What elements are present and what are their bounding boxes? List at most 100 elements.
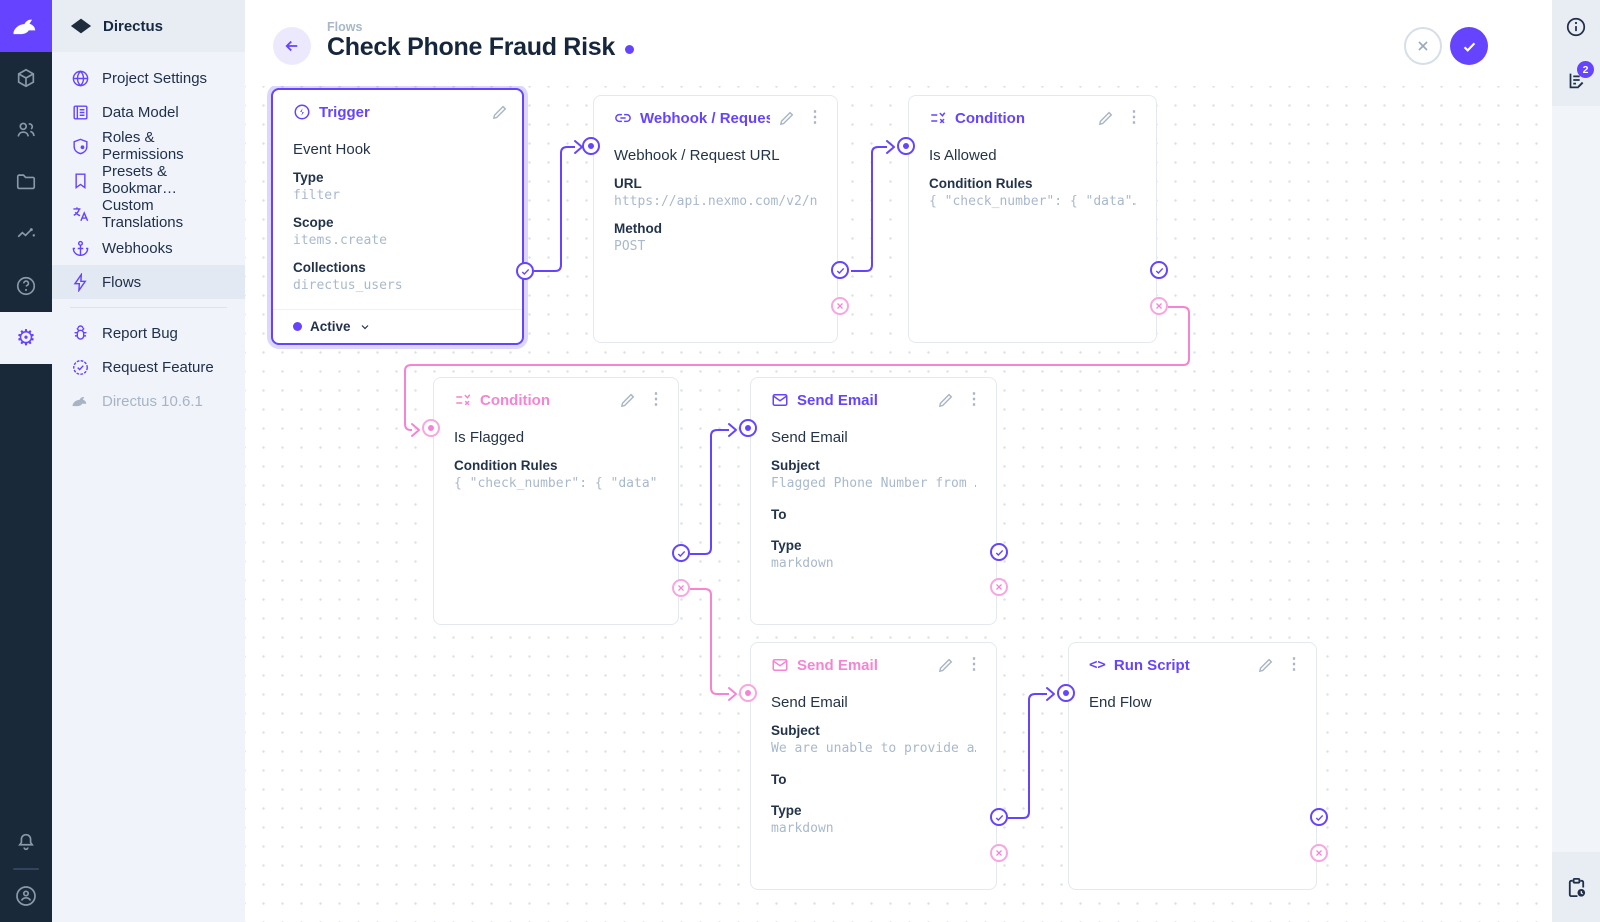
right-sidebar-top: 2 [1552,0,1600,106]
reject-connector[interactable] [990,578,1008,596]
field-value: markdown [771,556,834,571]
node-type-label: Condition [480,391,550,409]
nav-item-request-feature[interactable]: Request Feature [52,350,245,384]
field-label: Collections [293,260,366,275]
node-menu-icon[interactable]: ⋮ [1126,109,1142,126]
revisions-button[interactable] [1552,861,1600,914]
node-name: Send Email [771,694,848,711]
translate-icon [70,204,90,224]
flow-node-send-email-unable[interactable]: Send Email ⋮ Send Email Subject We are u… [739,642,1008,890]
field-label: Subject [771,458,820,473]
module-collections[interactable] [0,52,52,104]
status-label: Active [310,319,351,334]
field-label: Type [293,170,324,185]
resolve-connector[interactable] [516,262,534,280]
edit-icon[interactable] [937,657,954,674]
unsaved-changes-dot [624,44,634,54]
edit-icon[interactable] [778,110,795,127]
node-menu-icon[interactable]: ⋮ [807,109,823,126]
module-bar: ⚙ [0,0,52,922]
module-users[interactable] [0,104,52,156]
resolve-connector[interactable] [831,261,849,279]
edit-icon[interactable] [619,392,636,409]
reject-connector[interactable] [1150,297,1168,315]
field-label: Scope [293,215,334,230]
resolve-connector[interactable] [1310,808,1328,826]
trigger-status-row[interactable]: Active [273,309,522,343]
resolve-connector[interactable] [1150,261,1168,279]
close-icon [1418,41,1428,51]
nav-item-webhooks[interactable]: Webhooks [52,231,245,265]
field-value: POST [614,239,646,254]
nav-item-presets-bookmarks[interactable]: Presets & Bookmar… [52,163,245,197]
nav-item-report-bug[interactable]: Report Bug [52,316,245,350]
node-menu-icon[interactable]: ⋮ [966,656,982,673]
main-area: Trigger Event Hook Type filter Scope ite… [245,0,1552,922]
field-value: directus_users [293,278,403,293]
node-name: Is Flagged [454,429,525,446]
reject-connector[interactable] [1310,844,1328,862]
back-button[interactable] [273,27,311,65]
nav-item-flows[interactable]: Flows [52,265,245,299]
edit-icon[interactable] [937,392,954,409]
project-chooser[interactable]: Directus [52,0,245,52]
input-connector[interactable] [1057,684,1075,702]
nav-item-label: Project Settings [102,69,208,87]
nav-divider [70,307,227,308]
resolve-connector[interactable] [990,543,1008,561]
node-menu-icon[interactable]: ⋮ [1286,656,1302,673]
input-connector[interactable] [739,684,757,702]
nav-item-custom-translations[interactable]: Custom Translations [52,197,245,231]
module-help[interactable] [0,260,52,312]
node-type-label: Send Email [797,391,878,409]
resolve-connector[interactable] [990,808,1008,826]
flow-node-trigger[interactable]: Trigger Event Hook Type filter Scope ite… [271,88,534,345]
activity-log-button[interactable]: 2 [1552,53,1600,106]
flow-node-run-script[interactable]: <> Run Script ⋮ End Flow [1057,642,1328,890]
module-settings[interactable]: ⚙ [0,312,52,364]
rules-icon [454,391,472,409]
info-button[interactable] [1552,0,1600,53]
input-connector[interactable] [897,137,915,155]
input-connector[interactable] [582,137,600,155]
module-files[interactable] [0,156,52,208]
user-avatar-button[interactable] [0,870,52,922]
flow-node-send-email-flagged[interactable]: Send Email ⋮ Send Email Subject Flagged … [739,377,1008,625]
field-value: markdown [771,821,834,836]
reject-connector[interactable] [831,297,849,315]
field-value: Flagged Phone Number from … [771,476,976,491]
page-header: Flows Check Phone Fraud Risk [245,0,1552,86]
nav-item-label: Flows [102,273,142,291]
nav-list: Project Settings Data Model Roles & Perm… [52,52,245,418]
edit-icon[interactable] [491,104,508,121]
flow-node-condition-allowed[interactable]: Condition ⋮ Is Allowed Condition Rules {… [897,95,1168,343]
reject-connector[interactable] [990,844,1008,862]
flow-canvas[interactable]: Trigger Event Hook Type filter Scope ite… [245,85,1552,922]
resolve-connector[interactable] [672,544,690,562]
field-value: { "check_number": { "data"… [929,194,1136,209]
notifications-button[interactable] [0,816,52,868]
directus-logo[interactable] [0,0,52,52]
input-connector[interactable] [422,419,440,437]
input-connector[interactable] [739,419,757,437]
module-insights[interactable] [0,208,52,260]
edit-icon[interactable] [1097,110,1114,127]
edit-icon[interactable] [1257,657,1274,674]
node-menu-icon[interactable]: ⋮ [648,391,664,408]
node-header: Send Email ⋮ [751,378,996,422]
cancel-button[interactable] [1404,27,1442,65]
right-sidebar: 2 [1552,0,1600,922]
nav-item-data-model[interactable]: Data Model [52,95,245,129]
flow-node-webhook[interactable]: Webhook / Request URL ⋮ Webhook / Reques… [582,95,849,343]
field-label: Type [771,803,802,818]
node-menu-icon[interactable]: ⋮ [966,391,982,408]
flow-node-condition-flagged[interactable]: Condition ⋮ Is Flagged Condition Rules {… [422,377,690,625]
breadcrumb[interactable]: Flows [327,20,363,34]
save-button[interactable] [1450,27,1488,65]
nav-item-roles-permissions[interactable]: Roles & Permissions [52,129,245,163]
node-name: Event Hook [293,141,371,158]
reject-connector[interactable] [672,579,690,597]
field-label: Condition Rules [929,176,1033,191]
nav-item-project-settings[interactable]: Project Settings [52,61,245,95]
